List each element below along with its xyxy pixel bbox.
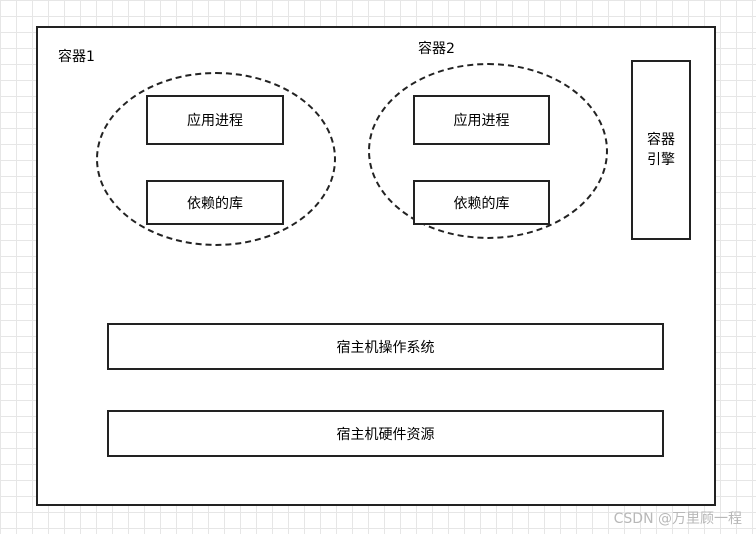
container1-app-process-box: 应用进程 (146, 95, 284, 145)
host-os-label: 宿主机操作系统 (336, 339, 435, 356)
container2-deps-label: 依赖的库 (453, 195, 510, 212)
container2-deps-box: 依赖的库 (413, 180, 550, 225)
watermark: CSDN @万里顾一程 (613, 511, 742, 527)
container2-app-process-box: 应用进程 (413, 95, 550, 145)
container2-boundary (368, 63, 608, 239)
host-hardware-box: 宿主机硬件资源 (107, 410, 664, 457)
container1-app-process-label: 应用进程 (187, 113, 243, 129)
container2-label: 容器2 (418, 41, 455, 57)
container-engine-label-line1: 容器 (647, 132, 675, 148)
host-hardware-label: 宿主机硬件资源 (336, 426, 435, 443)
host-os-box: 宿主机操作系统 (107, 323, 664, 370)
container1-deps-label: 依赖的库 (187, 195, 243, 212)
container1-deps-box: 依赖的库 (146, 180, 284, 225)
container-engine-box: 容器 引擎 (631, 60, 691, 240)
container-engine-label-line2: 引擎 (647, 152, 675, 168)
container1-boundary (96, 72, 336, 246)
container2-app-process-label: 应用进程 (453, 113, 510, 129)
container1-label: 容器1 (58, 49, 95, 65)
